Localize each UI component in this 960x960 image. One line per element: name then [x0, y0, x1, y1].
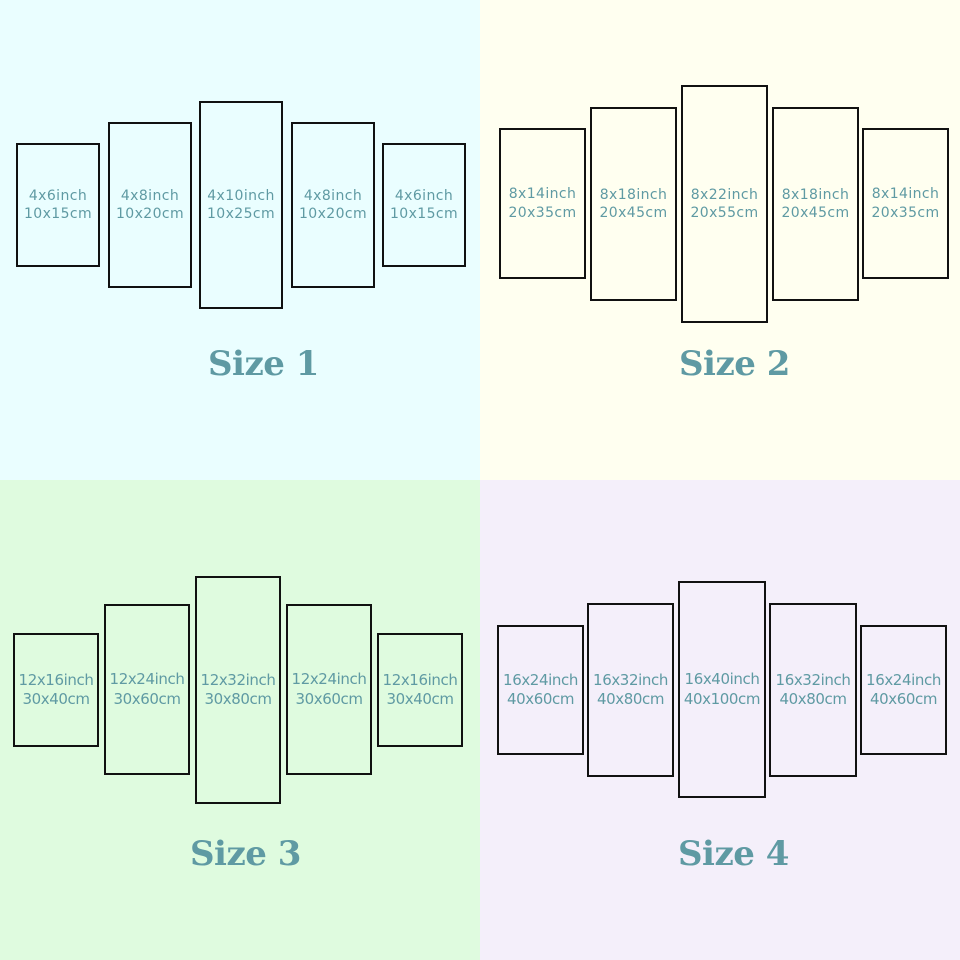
size-3-quadrant: 12x16inch 30x40cm 12x24inch 30x60cm 12x3… — [0, 480, 480, 960]
panel-inch-label: 4x6inch — [28, 187, 88, 204]
panel-frame: 4x8inch 10x20cm — [291, 122, 375, 288]
panel-frame: 12x24inch 30x60cm — [286, 604, 372, 775]
panel-cm-label: 40x60cm — [869, 690, 938, 708]
panel-cm-label: 20x35cm — [871, 204, 940, 221]
panel-inch-label: 16x24inch — [503, 670, 578, 689]
panel-cm-label: 20x45cm — [781, 205, 850, 221]
panel-cm-label: 10x15cm — [23, 206, 93, 222]
panel-inch-label: 8x14inch — [508, 186, 577, 203]
size-title: Size 3 — [190, 834, 301, 874]
panel-frame: 8x18inch 20x45cm — [590, 107, 677, 301]
panel-inch-label: 16x32inch — [593, 670, 668, 689]
panel-cm-label: 20x55cm — [690, 205, 759, 221]
size-title: Size 1 — [208, 344, 319, 384]
panel-inch-label: 4x8inch — [303, 187, 363, 204]
panel-inch-label: 4x6inch — [394, 187, 454, 204]
panel-inch-label: 12x32inch — [200, 670, 276, 689]
panel-inch-label: 4x10inch — [207, 187, 275, 204]
panel-frame: 12x16inch 30x40cm — [377, 633, 463, 747]
panel-frame: 4x6inch 10x15cm — [16, 143, 100, 267]
panel-frame: 12x16inch 30x40cm — [13, 633, 99, 747]
panel-inch-label: 16x32inch — [775, 670, 851, 689]
panel-inch-label: 8x18inch — [781, 186, 850, 203]
panel-cm-label: 40x100cm — [683, 689, 761, 708]
panel-frame: 8x14inch 20x35cm — [499, 128, 586, 279]
size-1-quadrant: 4x6inch 10x15cm 4x8inch 10x20cm 4x10inch… — [0, 0, 480, 480]
panel-inch-label: 8x22inch — [690, 186, 759, 203]
panel-inch-label: 4x8inch — [120, 187, 180, 204]
panel-cm-label: 30x80cm — [204, 690, 272, 708]
panel-cm-label: 10x20cm — [115, 206, 185, 222]
panel-cm-label: 10x20cm — [298, 206, 368, 222]
size-title: Size 2 — [679, 344, 790, 384]
panel-inch-label: 16x24inch — [866, 670, 941, 689]
panel-frame: 8x18inch 20x45cm — [772, 107, 859, 301]
panel-cm-label: 40x80cm — [779, 690, 847, 708]
panel-frame: 16x24inch 40x60cm — [497, 625, 584, 755]
panel-frame: 12x24inch 30x60cm — [104, 604, 190, 775]
panel-frame: 12x32inch 30x80cm — [195, 576, 281, 804]
panel-inch-label: 12x16inch — [382, 670, 458, 689]
size-4-quadrant: 16x24inch 40x60cm 16x32inch 40x80cm 16x4… — [480, 480, 960, 960]
panel-frame: 16x40inch 40x100cm — [678, 581, 766, 798]
panel-cm-label: 40x60cm — [506, 690, 575, 708]
panel-inch-label: 8x14inch — [871, 186, 940, 203]
panel-cm-label: 20x45cm — [599, 205, 668, 221]
panel-cm-label: 10x15cm — [389, 206, 459, 222]
panel-frame: 4x8inch 10x20cm — [108, 122, 192, 288]
panel-inch-label: 12x24inch — [291, 670, 367, 688]
panel-inch-label: 12x16inch — [18, 670, 94, 689]
panel-inch-label: 8x18inch — [599, 186, 668, 203]
size-2-quadrant: 8x14inch 20x35cm 8x18inch 20x45cm 8x22in… — [480, 0, 960, 480]
panel-frame: 16x24inch 40x60cm — [860, 625, 947, 755]
panel-frame: 8x22inch 20x55cm — [681, 85, 768, 323]
panel-frame: 8x14inch 20x35cm — [862, 128, 949, 279]
panel-cm-label: 10x25cm — [206, 206, 276, 222]
panel-inch-label: 16x40inch — [684, 670, 760, 688]
panel-cm-label: 30x60cm — [295, 689, 363, 708]
panel-cm-label: 30x60cm — [113, 689, 181, 708]
size-title: Size 4 — [678, 834, 789, 874]
panel-frame: 16x32inch 40x80cm — [769, 603, 857, 777]
panel-frame: 4x10inch 10x25cm — [199, 101, 283, 309]
panel-inch-label: 12x24inch — [109, 670, 185, 688]
panel-cm-label: 40x80cm — [596, 690, 665, 708]
panel-cm-label: 30x40cm — [386, 690, 454, 708]
panel-cm-label: 20x35cm — [508, 204, 577, 221]
panel-cm-label: 30x40cm — [22, 690, 90, 708]
panel-frame: 16x32inch 40x80cm — [587, 603, 674, 777]
panel-frame: 4x6inch 10x15cm — [382, 143, 466, 267]
